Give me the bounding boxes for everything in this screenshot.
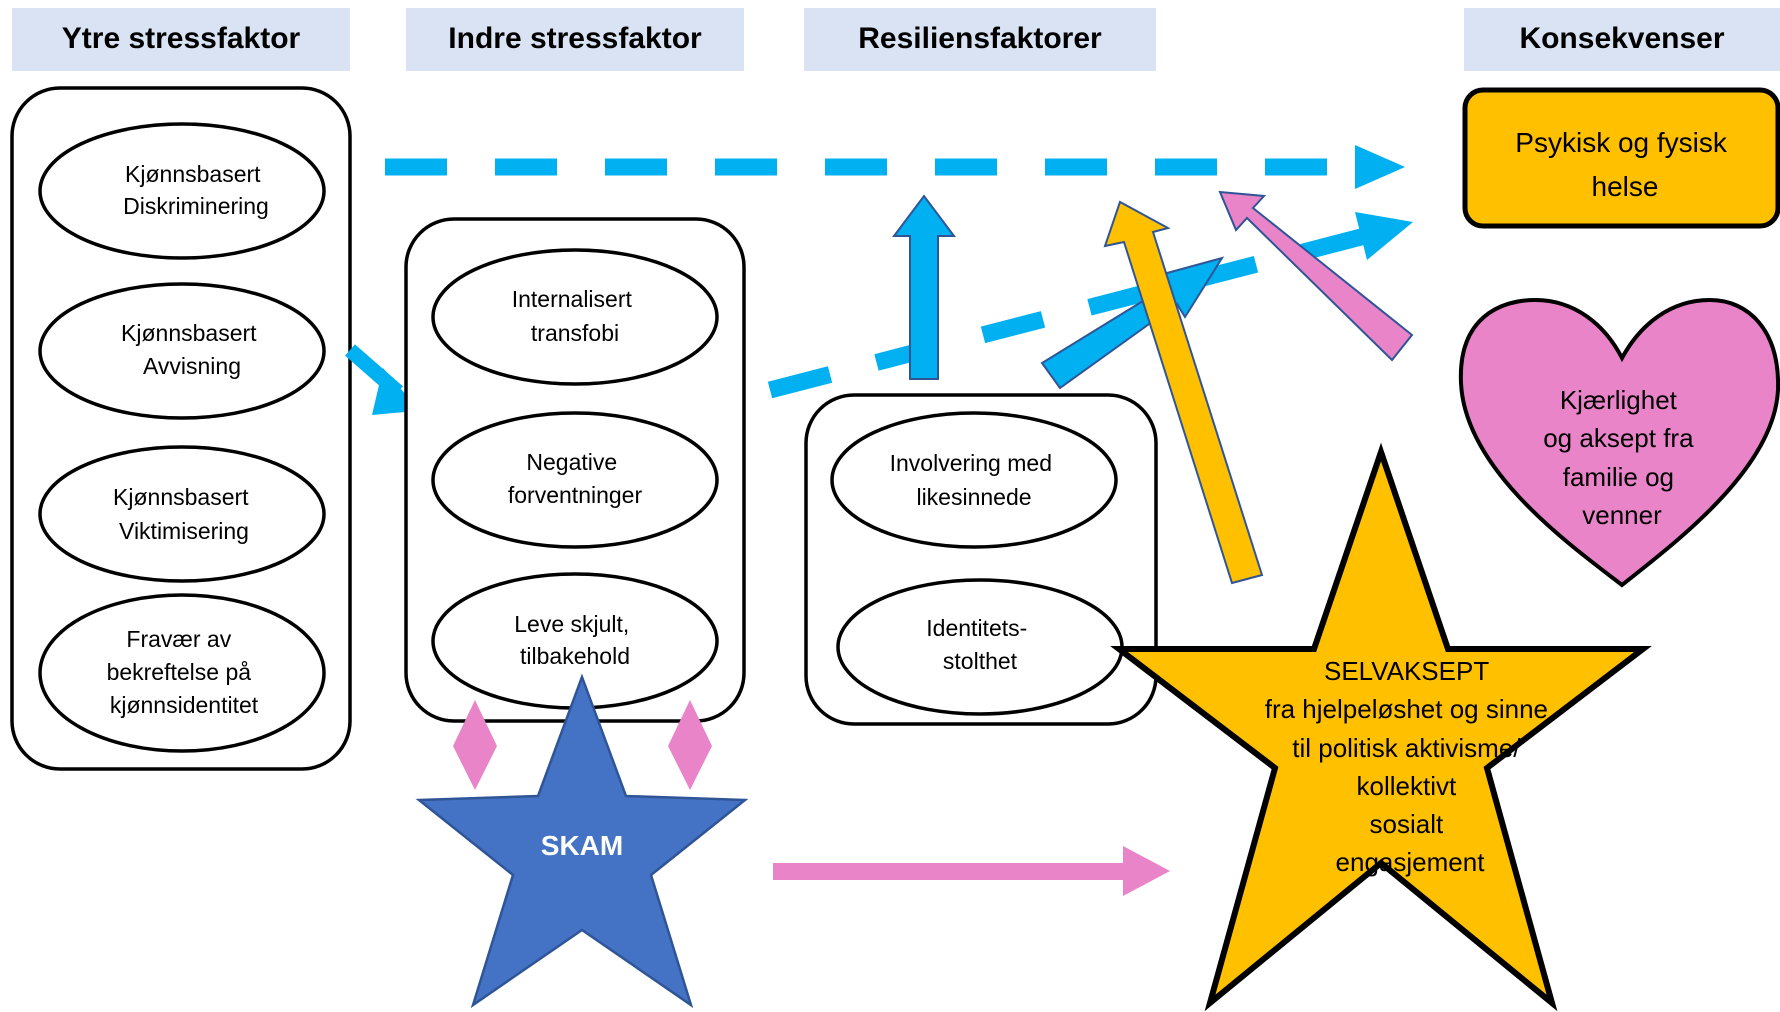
svg-text:SELVAKSEPT fra hjelpeløs: SELVAKSEPT fra hjelpeløshet og sinne til… [1265,656,1556,877]
svg-text:Internalisert transfobi: Internalisert transfobi [512,286,639,346]
svg-text:Involvering med likesinn: Involvering med likesinnede [890,450,1059,510]
ytre-ellipse-1: Kjønnsbasert Diskriminering [38,122,326,260]
arrow-selvaksept-up [1103,200,1264,585]
svg-text:Ytre stressfaktor: Ytre stressfaktor [62,22,301,55]
header-ytre: Ytre stressfaktor [12,8,350,71]
resiliens-ellipse-1: Involvering med likesinnede [830,411,1118,549]
svg-text:Kjærlighet og aksept fra: Kjærlighet og aksept fra familie og venn… [1543,385,1701,530]
svg-text:Kjønnsbasert Diskriminer: Kjønnsbasert Diskriminering [123,161,269,219]
header-resiliens: Resiliensfaktorer [804,8,1156,71]
ytre-group-box [10,86,352,771]
resiliens-ellipse-2: Identitets- stolthet [836,578,1124,716]
header-konsekvenser: Konsekvenser [1464,8,1780,71]
svg-text:Negative forventninger: Negative forventninger [508,449,643,508]
arrow-kjaerlighet-up [1218,190,1414,362]
pink-double-arrow-right [668,700,712,790]
ytre-ellipse-2: Kjønnsbasert Avvisning [38,282,326,420]
svg-text:Indre stressfaktor: Indre stressfaktor [448,22,702,55]
dashed-arrow-top [385,145,1405,189]
svg-text:SKAM: SKAM [541,830,623,861]
svg-text:Psykisk og fysisk helse: Psykisk og fysisk helse [1515,127,1734,202]
svg-text:Konsekvenser: Konsekvenser [1519,22,1724,55]
ytre-ellipse-4: Fravær av bekreftelse på kjønnsidentitet [38,593,326,753]
helse-box: Psykisk og fysisk helse [1462,87,1780,229]
arrow-skam-to-selvaksept [773,846,1170,896]
indre-ellipse-2: Negative forventninger [431,411,719,549]
svg-text:Fravær av bekreftelse på: Fravær av bekreftelse på kjønnsidentitet [107,626,259,718]
dashed-arrow-middle [767,212,1413,399]
indre-ellipse-3: Leve skjult, tilbakehold [431,572,719,710]
svg-text:Leve skjult, tilbakehold: Leve skjult, tilbakehold [514,611,635,669]
ytre-ellipse-3: Kjønnsbasert Viktimisering [38,445,326,583]
indre-ellipse-1: Internalisert transfobi [431,248,719,386]
header-indre: Indre stressfaktor [406,8,744,71]
svg-text:Identitets- stolthet: Identitets- stolthet [926,615,1033,674]
kjaerlighet-heart: Kjærlighet og aksept fra familie og venn… [1458,297,1780,588]
selvaksept-star: SELVAKSEPT fra hjelpeløshet og sinne til… [1110,442,1652,1012]
svg-text:Resiliensfaktorer: Resiliensfaktorer [858,22,1102,55]
skam-star: SKAM [415,673,749,1009]
pink-double-arrow-left [453,700,497,790]
svg-text:Kjønnsbasert Viktimiseri: Kjønnsbasert Viktimisering [113,484,255,544]
arrow-resiliens-up [892,194,956,380]
svg-text:Kjønnsbasert Avvisning: Kjønnsbasert Avvisning [121,320,263,379]
